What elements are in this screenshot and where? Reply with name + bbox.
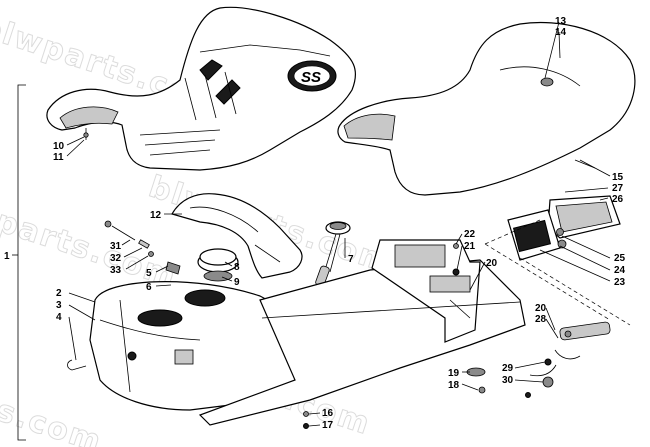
callout-26: 26 (612, 194, 624, 205)
callout-31: 31 (110, 241, 122, 252)
callout-labels: 1 2 3 4 5 6 7 8 9 10 11 12 13 14 15 16 1… (4, 16, 626, 431)
callout-29: 29 (502, 363, 514, 374)
callout-11: 11 (53, 152, 64, 163)
fuel-sender (315, 221, 351, 287)
leader-lines (66, 21, 611, 427)
callout-10: 10 (53, 141, 65, 152)
callout-28: 28 (535, 314, 547, 325)
callout-8: 8 (234, 262, 240, 273)
callout-17: 17 (322, 420, 334, 431)
callout-27: 27 (612, 183, 624, 194)
callout-6: 6 (146, 282, 152, 293)
callout-5: 5 (146, 268, 152, 279)
tail-light (507, 195, 621, 261)
callout-12: 12 (150, 210, 162, 221)
callout-16: 16 (322, 408, 334, 419)
callout-33: 33 (110, 265, 122, 276)
callout-19: 19 (448, 368, 460, 379)
callout-2: 2 (56, 288, 62, 299)
callout-13: 13 (555, 16, 567, 27)
svg-text:blwparts.com: blwparts.com (0, 349, 107, 447)
seat-left: SS (46, 6, 357, 171)
callout-24: 24 (614, 265, 626, 276)
callout-30: 30 (502, 375, 514, 386)
callout-20a: 20 (486, 258, 498, 269)
seat-right (337, 21, 636, 196)
callout-4: 4 (56, 312, 62, 323)
gas-tank-cowl (171, 193, 303, 279)
callout-18: 18 (448, 380, 460, 391)
callout-7: 7 (348, 254, 354, 265)
assembly-bracket (12, 84, 26, 441)
callout-25: 25 (614, 253, 626, 264)
callout-32: 32 (110, 253, 122, 264)
callout-22: 22 (464, 229, 476, 240)
callout-23: 23 (614, 277, 626, 288)
callout-21: 21 (464, 241, 476, 252)
callout-1: 1 (4, 251, 10, 262)
console-base (198, 239, 526, 426)
callout-14: 14 (555, 27, 567, 38)
seat-logo: SS (301, 69, 321, 86)
lower-hardware (67, 219, 631, 429)
fuel-cap (197, 248, 239, 282)
callout-15: 15 (612, 172, 624, 183)
callout-9: 9 (234, 277, 240, 288)
callout-20b: 20 (535, 303, 547, 314)
callout-3: 3 (56, 300, 62, 311)
